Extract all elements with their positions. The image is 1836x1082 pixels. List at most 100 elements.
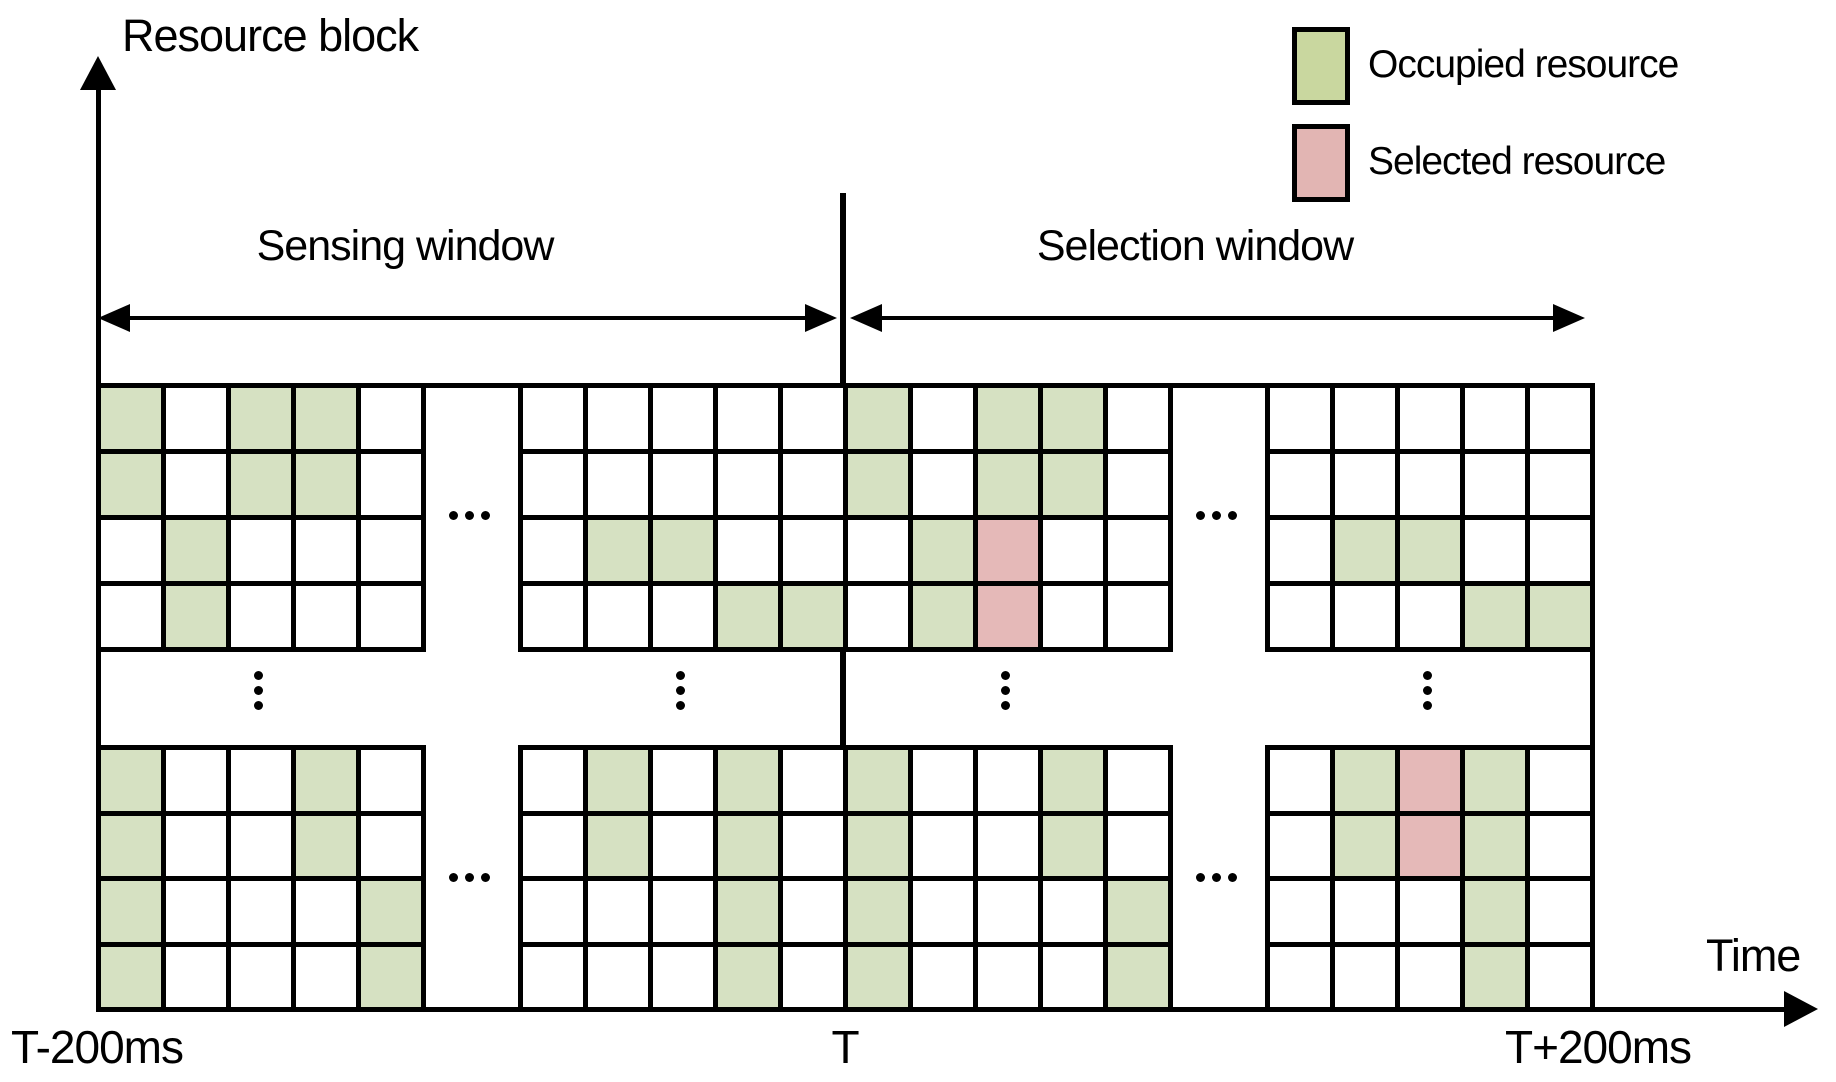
resource-cell-b1-sensing-left-r3-c4 — [356, 941, 426, 1012]
resource-cell-b0-selection-right-r3-c0 — [1265, 581, 1335, 652]
resource-cell-b1-selection-left-r2-c2 — [973, 876, 1043, 947]
resource-cell-b1-selection-right-r1-c3 — [1460, 810, 1530, 881]
resource-cell-b0-sensing-right-r3-c1 — [583, 581, 653, 652]
x-axis-arrow-icon — [1784, 991, 1818, 1027]
resource-cell-b0-selection-right-r0-c3 — [1460, 383, 1530, 454]
resource-cell-b0-sensing-right-r0-c1 — [583, 383, 653, 454]
v-ellipsis-dot-2 — [1000, 670, 1010, 680]
resource-cell-b1-selection-right-r0-c0 — [1265, 745, 1335, 816]
resource-cell-b0-sensing-left-r0-c1 — [161, 383, 231, 454]
resource-cell-b1-selection-right-r1-c2 — [1395, 810, 1465, 881]
resource-cell-b0-sensing-left-r0-c2 — [226, 383, 296, 454]
h-ellipsis-dot-band0-gap1 — [1227, 510, 1237, 520]
y-axis-arrow-icon — [80, 56, 116, 90]
resource-cell-b0-selection-left-r2-c2 — [973, 515, 1043, 586]
resource-cell-b1-sensing-left-r1-c3 — [291, 810, 361, 881]
v-ellipsis-dot-3 — [1422, 685, 1432, 695]
resource-cell-b0-sensing-right-r3-c2 — [648, 581, 718, 652]
resource-cell-b1-sensing-right-r2-c4 — [778, 876, 848, 947]
resource-cell-b0-selection-left-r1-c2 — [973, 449, 1043, 520]
resource-cell-b0-selection-left-r3-c2 — [973, 581, 1043, 652]
arrow-left-icon — [98, 304, 130, 332]
resource-cell-b0-selection-left-r3-c0 — [843, 581, 913, 652]
resource-cell-b0-sensing-right-r2-c4 — [778, 515, 848, 586]
resource-cell-b0-sensing-right-r2-c0 — [518, 515, 588, 586]
resource-cell-b0-sensing-left-r2-c2 — [226, 515, 296, 586]
sensing-window-label: Sensing window — [256, 222, 555, 270]
resource-cell-b1-selection-right-r2-c2 — [1395, 876, 1465, 947]
resource-cell-b0-selection-right-r2-c0 — [1265, 515, 1335, 586]
resource-cell-b0-sensing-right-r0-c3 — [713, 383, 783, 454]
resource-cell-b0-selection-right-r3-c3 — [1460, 581, 1530, 652]
grid-right-border — [1590, 383, 1595, 1012]
resource-cell-b1-selection-left-r3-c4 — [1103, 941, 1173, 1012]
resource-cell-b1-sensing-right-r0-c2 — [648, 745, 718, 816]
resource-cell-b1-selection-right-r2-c4 — [1525, 876, 1595, 947]
resource-cell-b0-selection-right-r2-c3 — [1460, 515, 1530, 586]
occupied-resource-swatch — [1292, 27, 1350, 105]
resource-cell-b1-selection-right-r3-c2 — [1395, 941, 1465, 1012]
resource-cell-b0-sensing-right-r2-c3 — [713, 515, 783, 586]
x-axis-label: Time — [1706, 930, 1801, 981]
v-ellipsis-dot-0 — [253, 685, 263, 695]
resource-cell-b0-selection-right-r0-c1 — [1330, 383, 1400, 454]
resource-cell-b1-selection-left-r3-c3 — [1038, 941, 1108, 1012]
resource-cell-b1-sensing-left-r3-c0 — [96, 941, 166, 1012]
resource-cell-b1-selection-left-r2-c1 — [908, 876, 978, 947]
resource-cell-b1-sensing-right-r3-c1 — [583, 941, 653, 1012]
resource-cell-b1-sensing-left-r2-c2 — [226, 876, 296, 947]
resource-cell-b1-selection-left-r1-c3 — [1038, 810, 1108, 881]
v-ellipsis-dot-3 — [1422, 700, 1432, 710]
resource-cell-b0-selection-right-r0-c4 — [1525, 383, 1595, 454]
resource-cell-b0-selection-right-r1-c4 — [1525, 449, 1595, 520]
selected-resource-label: Selected resource — [1368, 140, 1666, 183]
v-ellipsis-dot-1 — [675, 700, 685, 710]
resource-cell-b1-selection-left-r0-c1 — [908, 745, 978, 816]
resource-cell-b1-selection-right-r0-c2 — [1395, 745, 1465, 816]
resource-cell-b1-selection-left-r2-c3 — [1038, 876, 1108, 947]
resource-cell-b0-selection-right-r3-c1 — [1330, 581, 1400, 652]
resource-cell-b0-selection-left-r1-c0 — [843, 449, 913, 520]
resource-cell-b1-sensing-right-r3-c2 — [648, 941, 718, 1012]
resource-cell-b1-sensing-right-r2-c1 — [583, 876, 653, 947]
resource-cell-b0-sensing-right-r1-c1 — [583, 449, 653, 520]
resource-cell-b0-sensing-left-r1-c1 — [161, 449, 231, 520]
v-ellipsis-dot-0 — [253, 700, 263, 710]
resource-cell-b1-sensing-right-r1-c3 — [713, 810, 783, 881]
resource-cell-b1-sensing-left-r3-c3 — [291, 941, 361, 1012]
resource-cell-b1-selection-left-r2-c0 — [843, 876, 913, 947]
time-label-mid: T — [831, 1021, 859, 1073]
resource-cell-b0-selection-left-r3-c4 — [1103, 581, 1173, 652]
resource-cell-b0-selection-right-r2-c2 — [1395, 515, 1465, 586]
resource-cell-b1-sensing-left-r0-c0 — [96, 745, 166, 816]
resource-cell-b0-selection-right-r0-c2 — [1395, 383, 1465, 454]
resource-cell-b0-selection-left-r2-c0 — [843, 515, 913, 586]
resource-cell-b0-selection-left-r0-c3 — [1038, 383, 1108, 454]
resource-cell-b1-sensing-right-r1-c2 — [648, 810, 718, 881]
resource-cell-b1-sensing-right-r0-c0 — [518, 745, 588, 816]
v-ellipsis-dot-1 — [675, 685, 685, 695]
resource-cell-b1-selection-right-r1-c0 — [1265, 810, 1335, 881]
v-ellipsis-dot-3 — [1422, 670, 1432, 680]
resource-cell-b1-sensing-left-r1-c0 — [96, 810, 166, 881]
time-label-end: T+200ms — [1504, 1021, 1692, 1073]
resource-cell-b1-sensing-left-r2-c1 — [161, 876, 231, 947]
resource-cell-b0-sensing-left-r3-c1 — [161, 581, 231, 652]
resource-cell-b1-sensing-right-r3-c0 — [518, 941, 588, 1012]
resource-cell-b1-sensing-left-r3-c2 — [226, 941, 296, 1012]
h-ellipsis-dot-band1-gap0 — [480, 872, 490, 882]
h-ellipsis-dot-band1-gap0 — [448, 872, 458, 882]
resource-cell-b1-selection-left-r1-c1 — [908, 810, 978, 881]
resource-cell-b1-selection-right-r1-c4 — [1525, 810, 1595, 881]
arrow-right-icon — [1553, 304, 1585, 332]
resource-cell-b1-sensing-right-r2-c2 — [648, 876, 718, 947]
resource-cell-b0-sensing-left-r2-c3 — [291, 515, 361, 586]
resource-cell-b1-selection-right-r0-c1 — [1330, 745, 1400, 816]
resource-cell-b1-sensing-right-r0-c4 — [778, 745, 848, 816]
resource-cell-b0-selection-right-r2-c4 — [1525, 515, 1595, 586]
resource-cell-b0-selection-left-r1-c3 — [1038, 449, 1108, 520]
resource-cell-b0-selection-right-r1-c2 — [1395, 449, 1465, 520]
resource-cell-b0-sensing-left-r0-c4 — [356, 383, 426, 454]
resource-cell-b0-sensing-left-r3-c0 — [96, 581, 166, 652]
resource-cell-b1-sensing-right-r3-c3 — [713, 941, 783, 1012]
